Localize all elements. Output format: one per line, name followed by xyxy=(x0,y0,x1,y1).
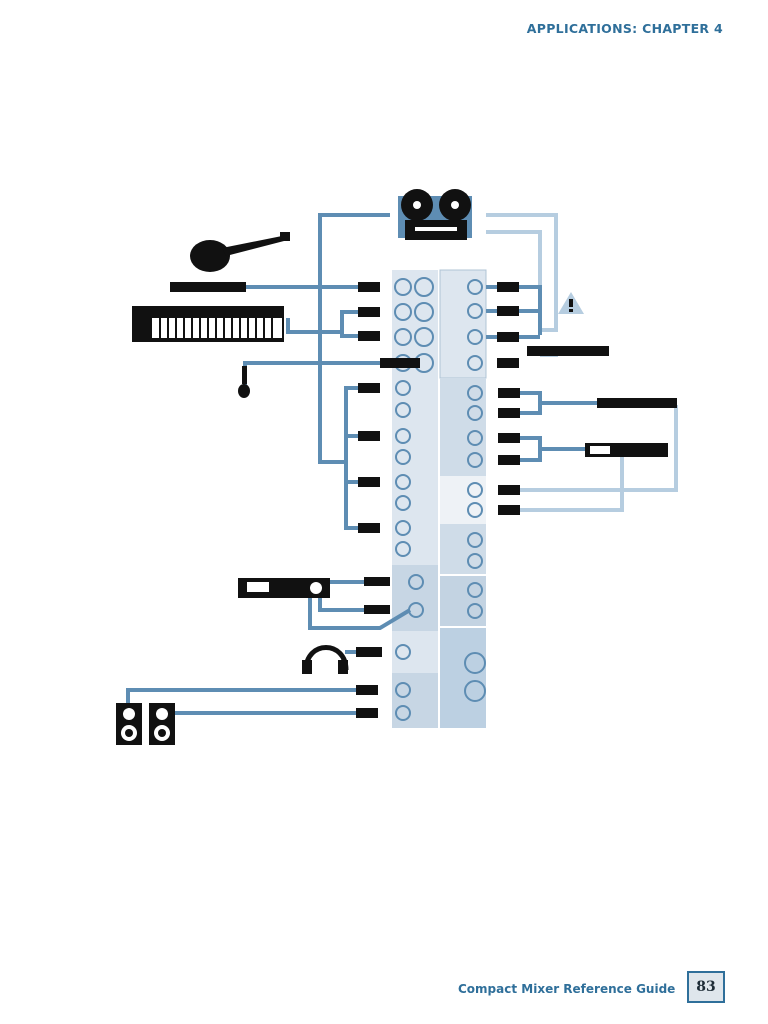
light-cables xyxy=(486,213,678,512)
input-jacks xyxy=(394,277,486,721)
studio-monitor-left-icon xyxy=(116,703,142,745)
chapter-header: APPLICATIONS: CHAPTER 4 xyxy=(526,21,723,36)
studio-monitor-right-icon xyxy=(149,703,175,745)
tape-recorder-icon xyxy=(398,189,472,240)
cable-plugs xyxy=(356,282,520,718)
electric-guitar-icon xyxy=(190,232,290,272)
di-box-icon xyxy=(170,282,246,292)
mixer-panel xyxy=(392,269,487,728)
cd-player-icon xyxy=(238,578,330,598)
guide-title: Compact Mixer Reference Guide xyxy=(458,982,676,996)
microphone-icon xyxy=(238,366,250,398)
warning-icon xyxy=(558,292,584,314)
rack-unit-effects-icon xyxy=(527,346,609,356)
keyboard-synth-icon xyxy=(132,306,284,342)
headphones-icon xyxy=(302,645,349,674)
page-number: 83 xyxy=(687,971,725,1003)
rack-unit-processor-icon xyxy=(597,398,677,408)
main-cables xyxy=(126,213,598,715)
rack-unit-multieffects-icon xyxy=(585,443,668,457)
